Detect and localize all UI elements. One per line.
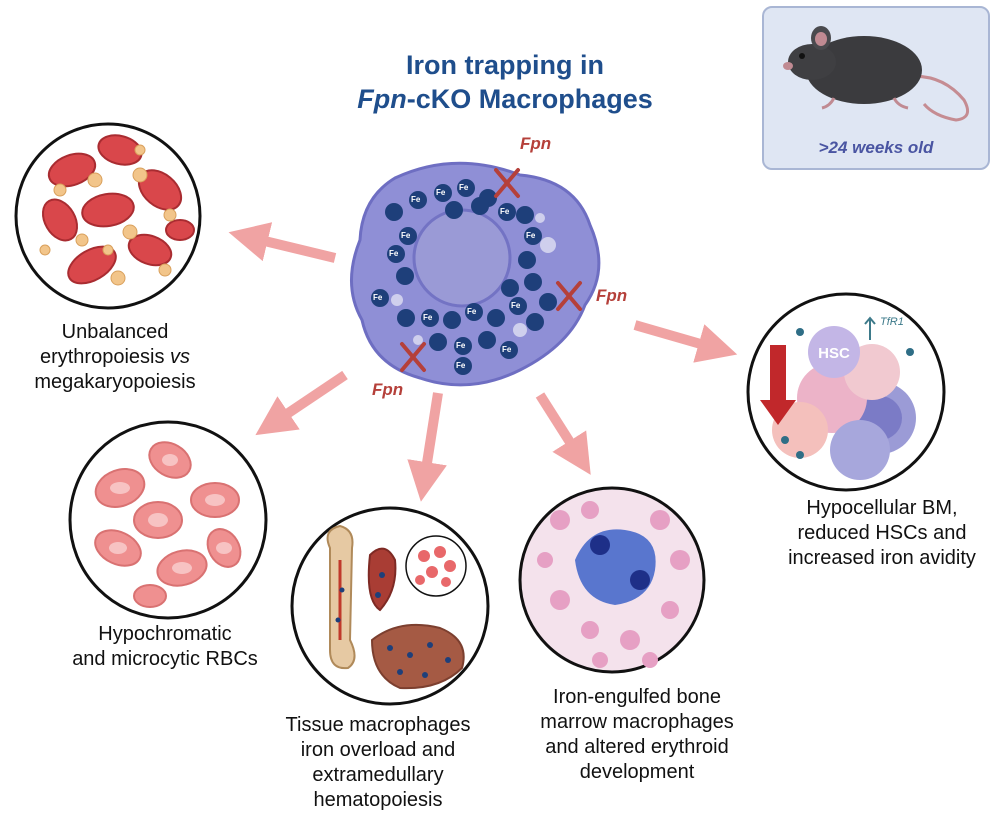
hsc-label: HSC (818, 345, 850, 362)
caption-line: Hypochromatic (98, 623, 232, 645)
fe-label: Fe (401, 231, 411, 240)
fpn-blocked-markers (400, 168, 582, 372)
caption-line: reduced HSCs and (797, 522, 967, 544)
macrophage-cell (350, 161, 601, 387)
zoom-inset (405, 535, 467, 597)
outcome-arrows (228, 222, 738, 502)
caption-line: Hypocellular BM, (806, 497, 958, 519)
caption-text: erythropoiesis (39, 346, 171, 368)
caption-line: marrow macrophages (540, 711, 734, 733)
caption-line: increased iron avidity (788, 547, 976, 569)
arrow-to-hsc (633, 320, 738, 363)
caption-line: megakaryopoiesis (34, 371, 196, 393)
caption-italic: vs (170, 346, 191, 368)
fpn-label-top: Fpn (520, 134, 552, 153)
caption-rbcs: Hypochromatic and microcytic RBCs (40, 622, 290, 672)
panel-rbcs (68, 420, 268, 620)
fe-label: Fe (467, 307, 477, 316)
fe-label: Fe (423, 313, 433, 322)
panel-unbalanced (14, 122, 202, 310)
caption-bone-marrow: Iron-engulfed bone marrow macrophages an… (522, 685, 752, 785)
mouse-age-label: >24 weeks old (818, 138, 934, 157)
fpn-label-right: Fpn (596, 286, 628, 305)
mouse-icon (783, 26, 970, 122)
panel-hsc: HSC TfR1 (746, 292, 946, 492)
caption-line: iron overload and (300, 739, 456, 761)
arrow-to-bone-marrow (535, 392, 591, 475)
caption-line: hematopoiesis (313, 789, 443, 811)
caption-line: Unbalanced (61, 321, 169, 343)
caption-line: and altered erythroid (545, 736, 729, 758)
caption-line: and microcytic RBCs (72, 648, 258, 670)
panel-tissue (290, 506, 490, 706)
caption-unbalanced: Unbalanced erythropoiesis vs megakaryopo… (10, 320, 220, 395)
decrease-arrow-icon (760, 345, 796, 425)
fe-label: Fe (526, 231, 536, 240)
fe-label: Fe (459, 183, 469, 192)
mouse-age-panel: >24 weeks old (762, 6, 990, 170)
arrow-to-tissue (407, 392, 447, 502)
caption-line: erythropoiesis vs (10, 345, 220, 370)
caption-line: development (579, 761, 695, 783)
caption-line: Iron-engulfed bone (553, 686, 721, 708)
diagram-title: Iron trapping in Fpn-cKO Macrophages (340, 48, 670, 116)
fe-particles (371, 179, 557, 375)
fe-label: Fe (502, 345, 512, 354)
fe-label: Fe (500, 207, 510, 216)
liver (370, 623, 465, 690)
title-gene: Fpn (357, 84, 407, 114)
increase-arrow-icon (864, 316, 876, 340)
fe-label: Fe (456, 341, 466, 350)
title-rest: -cKO Macrophages (406, 84, 653, 114)
fe-label: Fe (389, 249, 399, 258)
title-line1: Iron trapping in (406, 50, 604, 80)
tfr1-label: TfR1 (880, 316, 904, 328)
arrow-to-rbcs (255, 370, 348, 436)
fe-label: Fe (436, 188, 446, 197)
caption-hsc: Hypocellular BM, reduced HSCs and increa… (766, 496, 998, 571)
hsc-cell (808, 326, 860, 378)
caption-line: Tissue macrophages (285, 714, 471, 736)
title-line2: Fpn-cKO Macrophages (340, 82, 670, 116)
fe-label: Fe (456, 361, 466, 370)
caption-tissue: Tissue macrophages iron overload and ext… (258, 713, 498, 813)
nucleus (412, 208, 512, 308)
arrow-to-unbalanced (228, 222, 337, 263)
fe-label: Fe (511, 301, 521, 310)
panel-bone-marrow (518, 486, 706, 674)
fe-label: Fe (373, 293, 383, 302)
caption-line: extramedullary (312, 764, 444, 786)
fpn-label-bottom: Fpn (372, 380, 404, 399)
fe-label: Fe (411, 195, 421, 204)
